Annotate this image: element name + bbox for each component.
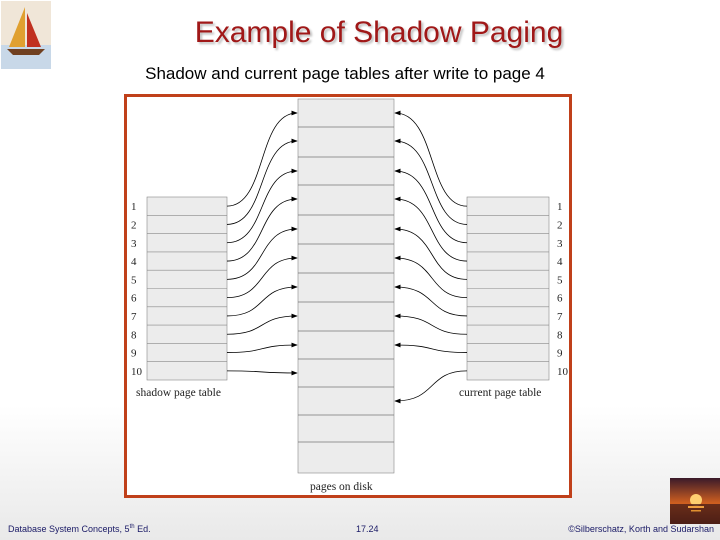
slide-subtitle: Shadow and current page tables after wri…: [0, 64, 690, 84]
footer-page-number: 17.24: [356, 524, 379, 534]
diagram-frame: 1 2 3 4 5 6 7 8 9 10 1 2 3 4 5 6 7 8 9 10 shadow page tabl…: [124, 94, 572, 498]
current-row-number: 10: [557, 366, 569, 378]
current-pointer-arrow: [395, 345, 467, 353]
shadow-row-number: 6: [131, 293, 137, 305]
shadow-row-number: 4: [131, 256, 137, 268]
footer-book-text: Database System Concepts, 5: [8, 524, 130, 534]
current-row-number: 7: [557, 311, 563, 323]
shadow-label: shadow page table: [136, 387, 221, 399]
shadow-pointer-arrow: [227, 316, 297, 334]
shadow-pointer-arrow: [227, 141, 297, 224]
disk-label: pages on disk: [310, 481, 373, 493]
footer-edition-suffix: Ed.: [135, 524, 151, 534]
current-pointer-arrow: [395, 113, 467, 206]
current-row-number: 8: [557, 329, 563, 341]
shadow-pointer-arrow: [227, 287, 297, 316]
shadow-pointer-arrow: [227, 113, 297, 206]
shadow-row-number: 10: [131, 366, 143, 378]
sunset-image: [670, 478, 720, 524]
current-row-number: 6: [557, 293, 563, 305]
footer-book: Database System Concepts, 5th Ed.: [8, 524, 151, 534]
shadow-row-number: 8: [131, 329, 137, 341]
shadow-pointer-arrow: [227, 371, 297, 373]
current-row-number: 4: [557, 256, 563, 268]
pages-on-disk: [298, 99, 394, 473]
current-pointer-arrow: [395, 287, 467, 316]
current-pointer-arrow: [395, 316, 467, 334]
slide-title: Example of Shadow Paging: [0, 16, 720, 50]
current-pointer-arrow: [395, 371, 467, 401]
current-label: current page table: [459, 387, 541, 399]
current-pointer-arrow: [395, 141, 467, 224]
shadow-pointer-arrow: [227, 229, 297, 279]
current-row-number: 1: [557, 201, 563, 213]
footer-copyright: ©Silberschatz, Korth and Sudarshan: [568, 524, 714, 534]
shadow-row-number: 7: [131, 311, 137, 323]
current-pointer-arrow: [395, 229, 467, 279]
shadow-paging-diagram: 1 2 3 4 5 6 7 8 9 10 1 2 3 4 5 6 7 8 9 10 shadow page tabl…: [127, 97, 569, 495]
shadow-row-number: 3: [131, 238, 137, 250]
current-row-number: 3: [557, 238, 563, 250]
current-row-number: 5: [557, 274, 563, 286]
shadow-row-number: 9: [131, 348, 137, 360]
shadow-row-number: 1: [131, 201, 137, 213]
shadow-row-number: 2: [131, 219, 137, 231]
current-row-number: 2: [557, 219, 563, 231]
shadow-pointer-arrow: [227, 345, 297, 353]
current-row-number: 9: [557, 348, 563, 360]
shadow-row-number: 5: [131, 274, 137, 286]
